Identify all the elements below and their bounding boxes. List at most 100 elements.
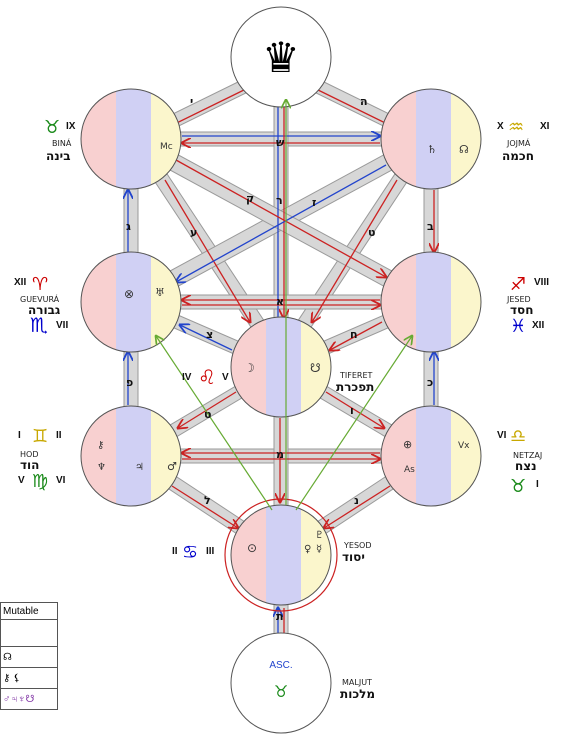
modality-cell: ♂♃♆☋ [0, 688, 58, 710]
sefira-labels: BINÁ בינה JOJMÁ חכמה GUEVURÁ גבורה JESED… [20, 137, 542, 701]
planet-glyph: ⊙ [247, 541, 257, 555]
netzaj-hebrew: נצח [515, 459, 537, 473]
sefira-tiferet: ☽ ☋ [230, 316, 332, 418]
arrow-red [324, 485, 391, 528]
house-numeral: IV [182, 372, 192, 383]
path-letter: ט [204, 408, 211, 421]
arrow-red [330, 321, 383, 350]
virgo-icon: ♍ [32, 471, 48, 492]
green-lines [156, 100, 412, 511]
tiferet-hebrew: תפכרת [336, 380, 374, 394]
house-numeral: VI [56, 475, 66, 486]
planet-glyph: ⊗ [124, 287, 134, 301]
yesod-hebrew: יסוד [342, 550, 365, 564]
house-numeral: XI [540, 121, 550, 132]
sefira-bina: Mc [80, 88, 182, 190]
planet-glyph: ♅ [155, 286, 165, 299]
jojma-hebrew: חכמה [502, 149, 534, 163]
zodiac-signs: ♉ IX X ♒ XI XII ♈ ♏ VII ♐ VIII ♓ XII IV … [14, 117, 550, 563]
sefira-yesod: ⊙ ♀ ☿ ♇ [224, 498, 338, 612]
netzaj-name: NETZAJ [513, 451, 542, 460]
house-numeral: II [172, 546, 178, 557]
path-letter: י [190, 95, 193, 108]
house-numeral: I [536, 479, 539, 490]
planet-glyph: Mc [160, 142, 173, 152]
house-numeral: V [222, 372, 229, 383]
house-numeral: V [18, 475, 25, 486]
pisces-icon: ♓ [510, 316, 526, 337]
arrow-blue [176, 164, 387, 282]
house-numeral: X [497, 121, 504, 132]
planet-glyph: ⊕ [403, 438, 412, 451]
path-letter: ז [312, 196, 316, 209]
arrow-red [325, 391, 384, 428]
libra-icon: ♎ [510, 426, 526, 447]
house-numeral: II [56, 430, 62, 441]
maljut-name: MALJUT [342, 678, 372, 687]
house-numeral: IX [66, 121, 76, 132]
aries-icon: ♈ [32, 274, 48, 295]
scorpio-icon: ♏ [30, 313, 48, 337]
yesod-name: YESOD [343, 541, 371, 550]
arrow-red [171, 485, 238, 528]
asc-label: ASC. [269, 660, 292, 671]
path-letter: נ [354, 494, 359, 507]
aquarius-icon: ♒ [508, 117, 524, 138]
jesed-name: JESED [506, 295, 531, 304]
crown-icon: ♛ [262, 33, 300, 82]
path-letter: ג [126, 220, 131, 233]
modality-header: Mutable [0, 602, 58, 620]
bina-name: BINÁ [52, 137, 72, 148]
path-letter: ט [368, 226, 375, 239]
arrow-red [178, 391, 237, 428]
path-letter: ר [276, 194, 283, 207]
planet-glyph: ☽ [244, 361, 255, 375]
hod-name: HOD [20, 450, 38, 459]
jesed-hebrew: חסד [510, 303, 533, 317]
taurus-icon: ♉ [274, 682, 288, 701]
sefira-netzaj: ⊕ Vx As [380, 405, 482, 507]
path-letter: ת [276, 610, 284, 623]
planet-glyph: ☊ [459, 143, 469, 156]
path-letter: ה [360, 95, 368, 108]
arrow-red [164, 179, 250, 322]
path-letter: ע [190, 226, 197, 239]
bina-hebrew: בינה [46, 149, 71, 163]
gemini-icon: ♊ [32, 426, 48, 447]
planet-glyph: As [404, 465, 415, 475]
taurus-icon: ♉ [44, 117, 60, 138]
path-letter: מ [276, 448, 284, 461]
planet-glyph: ♂ [167, 460, 177, 473]
arrows-layer [128, 87, 434, 652]
sefira-guevura: ⊗ ♅ [80, 251, 182, 353]
path-letter: ל [204, 494, 211, 507]
planet-glyph: ♆ [97, 462, 106, 473]
house-numeral: XII [14, 277, 26, 288]
planet-glyph: ⚷ [97, 440, 104, 451]
sagittarius-icon: ♐ [510, 274, 526, 295]
planet-glyph: ♃ [135, 462, 144, 473]
sefira-hod: ⚷ ♆ ♃ ♂ [80, 405, 182, 507]
path-letter: ח [350, 328, 358, 341]
cancer-icon: ♋ [182, 542, 198, 563]
arrow-red [175, 159, 386, 277]
jojma-name: JOJMÁ [506, 137, 531, 148]
path-letter: פ [126, 376, 133, 389]
modality-cell [0, 619, 58, 647]
guevura-hebrew: גבורה [28, 303, 61, 317]
arrow-red [312, 179, 398, 322]
modality-cell: ☊ [0, 646, 58, 668]
sefira-jojma: ♄ ☊ [380, 88, 482, 190]
path-letter: ו [350, 404, 354, 417]
planet-glyph: ☋ [310, 361, 321, 375]
path-letter: ק [246, 192, 254, 205]
path-letter: ש [276, 136, 285, 149]
planet-glyph: ♄ [427, 143, 437, 156]
modality-cell: ⚷ ⚸ [0, 667, 58, 689]
house-numeral: VI [497, 430, 507, 441]
sefira-keter: ♛ [230, 6, 332, 108]
planet-glyph: ♇ [315, 530, 324, 541]
planet-glyph: Vx [458, 441, 470, 451]
house-numeral: VII [56, 320, 68, 331]
